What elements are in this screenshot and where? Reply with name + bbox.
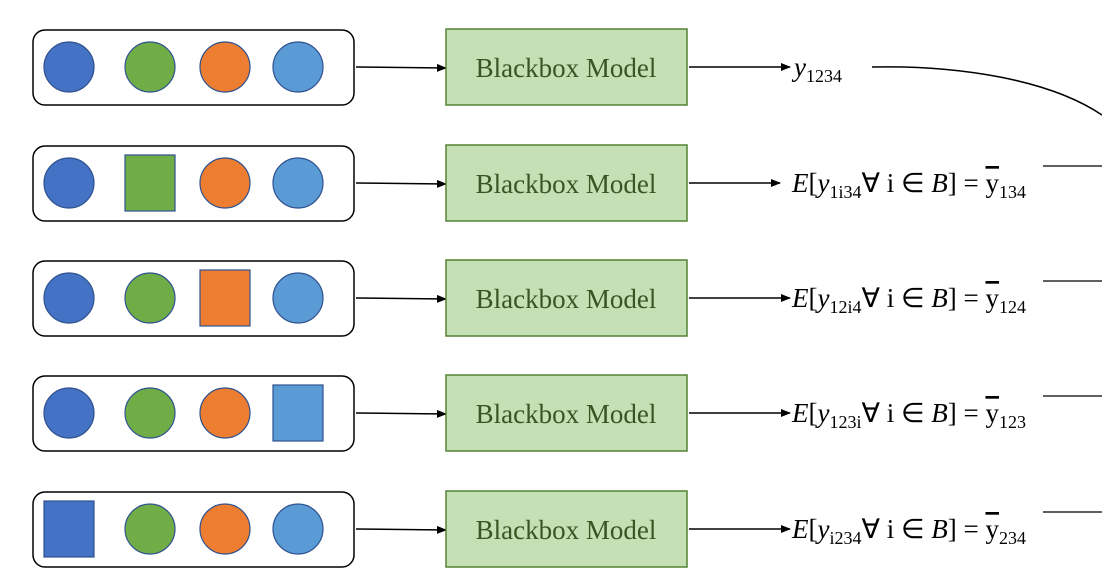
output-connector-curve bbox=[871, 66, 1102, 116]
output-formula: E[yi234∀ i ∈ B] = y234 bbox=[791, 514, 1026, 548]
feature-circle-light_blue bbox=[272, 41, 324, 93]
input-container bbox=[32, 145, 355, 222]
feature-square-orange bbox=[199, 269, 251, 327]
blackbox-model-label: Blackbox Model bbox=[476, 169, 657, 199]
feature-circle-green bbox=[124, 41, 176, 93]
feature-circle-green bbox=[124, 272, 176, 324]
feature-square-light_blue bbox=[272, 384, 324, 442]
feature-circle-orange bbox=[199, 387, 251, 439]
input-arrow bbox=[355, 179, 447, 188]
row-4: Blackbox Model E[y123i∀ i ∈ B] = y123 bbox=[32, 374, 1102, 452]
feature-circle-dark_blue bbox=[43, 157, 95, 209]
blackbox-model-label: Blackbox Model bbox=[476, 515, 657, 545]
input-container bbox=[32, 491, 355, 568]
input-arrow bbox=[355, 525, 447, 534]
feature-circle-dark_blue bbox=[43, 272, 95, 324]
input-container bbox=[32, 260, 355, 337]
feature-circle-orange bbox=[199, 157, 251, 209]
output-formula: E[y123i∀ i ∈ B] = y123 bbox=[791, 398, 1026, 432]
blackbox-model-box bbox=[445, 28, 688, 106]
blackbox-model-box bbox=[445, 144, 688, 222]
output-formula: E[y1i34∀ i ∈ B] = y134 bbox=[791, 168, 1026, 202]
input-container bbox=[32, 29, 355, 106]
input-arrow bbox=[355, 294, 447, 303]
feature-circle-orange bbox=[199, 503, 251, 555]
feature-circle-dark_blue bbox=[43, 387, 95, 439]
feature-circle-dark_blue bbox=[43, 41, 95, 93]
feature-circle-orange bbox=[199, 41, 251, 93]
blackbox-model-label: Blackbox Model bbox=[476, 53, 657, 83]
input-arrow bbox=[355, 63, 447, 72]
blackbox-model-label: Blackbox Model bbox=[476, 399, 657, 429]
row-3: Blackbox Model E[y12i4∀ i ∈ B] = y124 bbox=[32, 259, 1102, 337]
row-2: Blackbox Model E[y1i34∀ i ∈ B] = y134 bbox=[32, 144, 1102, 222]
output-formula: y1234 bbox=[791, 52, 842, 86]
feature-square-dark_blue bbox=[43, 500, 95, 558]
output-formula: E[y12i4∀ i ∈ B] = y124 bbox=[791, 283, 1026, 317]
input-arrow bbox=[355, 409, 447, 418]
blackbox-model-box bbox=[445, 374, 688, 452]
row-1: Blackbox Model y1234 bbox=[32, 28, 842, 106]
row-5: Blackbox Model E[yi234∀ i ∈ B] = y234 bbox=[32, 490, 1102, 568]
blackbox-model-box bbox=[445, 490, 688, 568]
feature-circle-green bbox=[124, 387, 176, 439]
feature-circle-light_blue bbox=[272, 503, 324, 555]
feature-circle-light_blue bbox=[272, 157, 324, 209]
blackbox-model-box bbox=[445, 259, 688, 337]
feature-circle-green bbox=[124, 503, 176, 555]
feature-square-green bbox=[124, 154, 176, 212]
feature-circle-light_blue bbox=[272, 272, 324, 324]
blackbox-model-label: Blackbox Model bbox=[476, 284, 657, 314]
